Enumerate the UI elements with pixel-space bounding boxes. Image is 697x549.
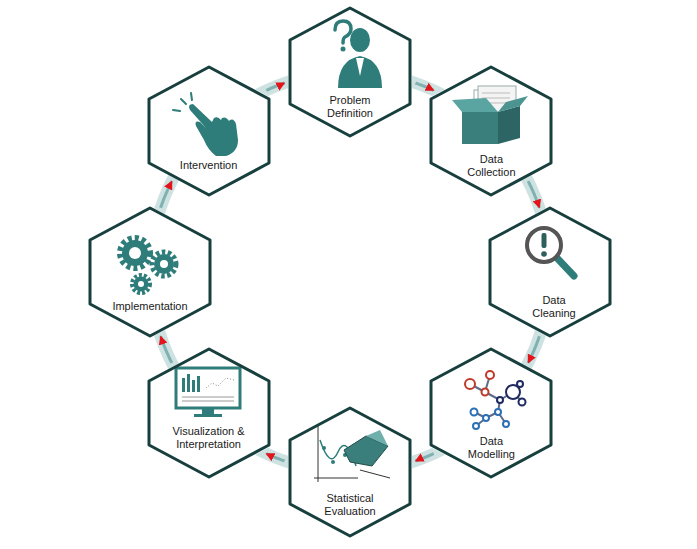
hand-icon bbox=[173, 93, 238, 156]
monitor-icon bbox=[176, 368, 240, 417]
cycle-arrow bbox=[161, 181, 172, 208]
hex-fills bbox=[88, 6, 612, 538]
process-hexagon: Implementation bbox=[88, 206, 212, 338]
process-hexagon: Problem Definition bbox=[288, 6, 412, 138]
statistics-icon bbox=[314, 426, 390, 482]
hex-fill bbox=[288, 6, 412, 138]
step-label: Intervention bbox=[164, 159, 254, 172]
process-hexagon: Intervention bbox=[147, 65, 271, 197]
hexagon-border bbox=[431, 67, 551, 195]
process-hexagon: Visualization & Interpretation bbox=[147, 347, 271, 479]
step-label: Statistical Evaluation bbox=[315, 492, 385, 518]
hexagon-border bbox=[490, 208, 610, 336]
hex-fill bbox=[488, 206, 612, 338]
hexagon-outline bbox=[288, 406, 412, 538]
hexagon-border bbox=[290, 8, 410, 136]
hex-fill bbox=[288, 406, 412, 538]
cycle-arrow bbox=[416, 83, 434, 90]
cycle-arrow bbox=[528, 336, 539, 363]
step-label: Visualization & Interpretation bbox=[161, 425, 257, 451]
gears-icon bbox=[120, 238, 176, 293]
network-icon bbox=[465, 371, 526, 429]
cycle-arrow bbox=[161, 336, 172, 363]
magnifier-icon bbox=[527, 228, 574, 276]
cycle-arrow bbox=[528, 181, 539, 208]
step-label: Implementation bbox=[100, 300, 200, 313]
box-icon bbox=[452, 86, 528, 144]
hexagon-outline bbox=[147, 65, 271, 197]
hexagon-outline bbox=[88, 206, 212, 338]
cycle-arrow bbox=[266, 454, 284, 461]
hex-fill bbox=[147, 65, 271, 197]
step-label: Data Cleaning bbox=[523, 294, 585, 320]
hexagon-border bbox=[149, 349, 269, 477]
hex-fill bbox=[429, 347, 553, 479]
step-label: Data Collection bbox=[460, 153, 522, 179]
process-hexagon: Data Collection bbox=[429, 65, 553, 197]
hexagon-border bbox=[90, 208, 210, 336]
hexagon-border bbox=[290, 408, 410, 536]
hex-fill bbox=[429, 65, 553, 197]
step-label: Data Modelling bbox=[460, 435, 522, 461]
hexagon-border bbox=[149, 67, 269, 195]
process-hexagon: Data Modelling bbox=[429, 347, 553, 479]
step-label: Problem Definition bbox=[319, 94, 381, 120]
hexagon-border bbox=[431, 349, 551, 477]
hex-fill bbox=[147, 347, 271, 479]
hex-fill bbox=[88, 206, 212, 338]
cycle-arrow bbox=[416, 454, 434, 461]
hexagon-outline bbox=[147, 347, 271, 479]
person-icon bbox=[335, 21, 382, 88]
process-hexagon: Data Cleaning bbox=[488, 206, 612, 338]
cycle-arrow bbox=[266, 83, 284, 90]
process-hexagon: Statistical Evaluation bbox=[288, 406, 412, 538]
